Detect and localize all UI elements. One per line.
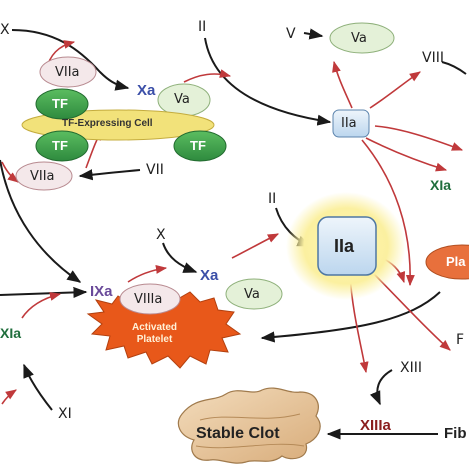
red-arrow-xa-to-iia: [231, 233, 280, 259]
label-ii-mid: II: [268, 191, 277, 207]
stable-clot-fold: [195, 413, 305, 449]
va-mid-oval: [225, 278, 283, 310]
label-x-top: X: [0, 22, 10, 38]
label-xiii: XIII: [400, 360, 422, 376]
viia-bottom-oval: [15, 161, 73, 191]
label-va-mid: Va: [244, 287, 260, 302]
red-arrow-iia-down-long: [361, 139, 415, 287]
red-arrow-ixa-up: [127, 264, 168, 283]
tf-left-bottom-oval: [35, 130, 89, 162]
label-platelet-right: Pla: [446, 254, 466, 269]
red-arrow-iia-to-xia: [365, 137, 448, 172]
viia-top-oval: [39, 56, 97, 88]
label-xi: XI: [58, 406, 72, 422]
label-x-mid: X: [156, 227, 166, 243]
label-stable-clot: Stable Clot: [196, 425, 280, 442]
label-tf-right: TF: [190, 138, 206, 153]
label-viia-top: VIIa: [55, 65, 80, 80]
arrow-viii: [441, 61, 467, 75]
label-xa-top: Xa: [137, 82, 156, 99]
label-xa-mid: Xa: [200, 267, 219, 284]
label-v: V: [286, 26, 296, 42]
arrow-xi-to-xia: [23, 363, 53, 411]
label-iia-small: IIa: [341, 116, 357, 131]
red-arrow-xia-to-ixa: [21, 292, 62, 319]
va-top-oval: [329, 22, 395, 54]
iia-small-box: [332, 109, 370, 138]
arrow-xiii-to-xiiia: [369, 369, 393, 406]
red-arrow-iia-to-right: [374, 125, 464, 151]
label-viii: VIII: [422, 50, 444, 66]
red-arrow-left-to-viia: [1, 161, 19, 183]
arrow-x-to-xa: [11, 29, 130, 91]
label-viiia: VIIIa: [134, 292, 163, 307]
label-tf-left-top: TF: [52, 96, 68, 111]
label-fib: Fib: [444, 425, 467, 442]
platelet-right-oval: [425, 244, 469, 280]
arrow-ii-to-iia-top: [204, 37, 332, 126]
label-tf-left-bottom: TF: [52, 138, 68, 153]
arrow-left-to-ixa: [0, 286, 88, 299]
label-xia-right: XIa: [430, 177, 452, 193]
red-arrow-iia-to-v: [332, 60, 353, 109]
viiia-oval: [119, 283, 181, 315]
label-vii: VII: [146, 162, 164, 178]
label-xiiia: XIIIa: [360, 417, 391, 434]
label-xia-left: XIa: [0, 325, 22, 341]
arrow-v-to-va: [303, 28, 324, 40]
label-ixa: IXa: [90, 283, 113, 300]
label-iia-big: IIa: [334, 236, 355, 256]
tf-right-oval: [173, 130, 227, 162]
label-va-cell: Va: [174, 92, 190, 107]
label-va-top: Va: [351, 31, 367, 46]
arrow-vii-to-viia: [78, 169, 141, 181]
arrow-left-curve-to-ixa: [0, 159, 82, 283]
label-viia-bottom: VIIa: [30, 169, 55, 184]
iia-big-box: [317, 216, 377, 276]
arrow-x-to-xa-mid: [162, 242, 198, 273]
label-ii-top: II: [198, 19, 207, 35]
label-tf-cell: TF-Expressing Cell: [62, 118, 153, 129]
tf-left-top-oval: [35, 88, 89, 120]
arrow-platelet-to-activated: [260, 291, 441, 343]
red-arrow-iia-to-viii: [369, 71, 421, 109]
label-activated-platelet: Activated Platelet: [132, 322, 178, 345]
red-arrow-va-to-iia: [183, 69, 232, 83]
label-f-right: F: [456, 332, 465, 348]
red-arrow-bottom-left: [1, 389, 17, 405]
